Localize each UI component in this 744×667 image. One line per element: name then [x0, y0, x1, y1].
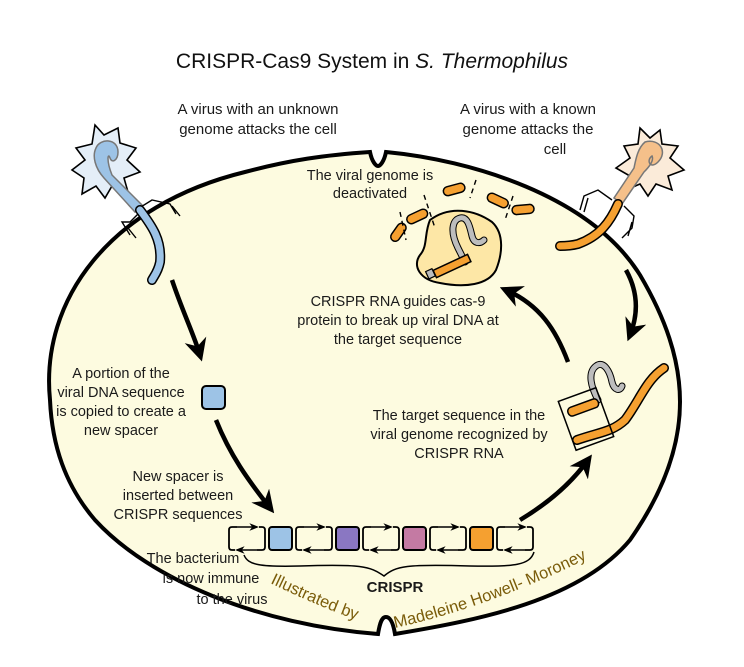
known-virus: [555, 126, 686, 251]
svg-text:CRISPR sequences: CRISPR sequences: [114, 507, 243, 523]
crispr-new-spacer: [268, 526, 293, 551]
label-guides: CRISPR RNA guides cas-9 protein to break…: [297, 294, 499, 348]
svg-text:is copied to create a: is copied to create a: [56, 404, 187, 420]
crispr-spacer-3: [402, 526, 427, 551]
svg-text:New spacer is: New spacer is: [132, 469, 223, 485]
arrow-known-virus-down: [624, 268, 647, 342]
bacterial-cell: [47, 149, 682, 637]
svg-text:The target sequence in the: The target sequence in the: [373, 408, 546, 424]
label-unknown-virus: A virus with an unknown genome attacks t…: [178, 101, 339, 138]
arrow-to-cas9: [499, 286, 571, 363]
virus-sheath: [93, 140, 144, 214]
cas9-deactivation: [390, 179, 535, 287]
crispr-array: [228, 523, 534, 554]
crispr-repeat: [295, 523, 333, 554]
arrow-to-target: [518, 454, 592, 522]
svg-text:The viral genome is: The viral genome is: [307, 168, 434, 184]
svg-text:deactivated: deactivated: [333, 186, 407, 202]
diagram-title: CRISPR-Cas9 System in S. Thermophilus: [176, 50, 569, 73]
label-target: The target sequence in the viral genome …: [370, 408, 548, 462]
svg-text:protein to break up viral DNA: protein to break up viral DNA at: [297, 313, 499, 329]
label-deactivated: The viral genome is deactivated: [307, 168, 434, 202]
label-portion: A portion of the viral DNA sequence is c…: [56, 366, 187, 439]
unknown-virus: [70, 123, 181, 285]
label-inserted: New spacer is inserted between CRISPR se…: [114, 469, 243, 523]
svg-text:to the virus: to the virus: [197, 592, 268, 608]
label-known-virus: A virus with a known genome attacks the …: [460, 101, 596, 158]
svg-text:is now immune: is now immune: [163, 571, 260, 587]
target-recognition: [557, 361, 669, 452]
svg-text:genome attacks the cell: genome attacks the cell: [179, 121, 337, 138]
svg-text:inserted between: inserted between: [123, 488, 233, 504]
svg-text:new spacer: new spacer: [84, 423, 158, 439]
crispr-repeat: [228, 523, 266, 554]
svg-text:the target sequence: the target sequence: [334, 332, 462, 348]
svg-text:viral DNA sequence: viral DNA sequence: [57, 385, 184, 401]
cas9-box: [557, 386, 615, 452]
svg-text:genome attacks the: genome attacks the: [463, 121, 594, 138]
virus-sheath: [612, 140, 664, 206]
copied-spacer: [201, 385, 226, 410]
svg-text:CRISPR RNA guides cas-9: CRISPR RNA guides cas-9: [311, 294, 486, 310]
crispr-repeat: [496, 523, 534, 554]
label-crispr: CRISPR: [367, 579, 424, 596]
crispr-repeat: [362, 523, 400, 554]
dna-fragments: [390, 182, 535, 243]
crispr-spacer-4: [469, 526, 494, 551]
crispr-spacer-2: [335, 526, 360, 551]
virus-legs: [579, 189, 635, 239]
svg-text:A portion of the: A portion of the: [72, 366, 170, 382]
svg-text:CRISPR RNA: CRISPR RNA: [414, 446, 504, 462]
arrow-to-crispr: [213, 419, 275, 514]
label-immune: The bacterium is now immune to the virus: [147, 551, 268, 608]
cut-marks: [399, 179, 514, 241]
svg-text:The bacterium: The bacterium: [147, 551, 240, 567]
crispr-brace: [243, 551, 535, 577]
svg-text:viral genome recognized by: viral genome recognized by: [370, 427, 548, 443]
virus-legs: [120, 199, 181, 239]
svg-text:A virus with an unknown: A virus with an unknown: [178, 101, 339, 118]
svg-text:A virus with a known: A virus with a known: [460, 101, 596, 118]
crispr-repeat: [429, 523, 467, 554]
svg-text:cell: cell: [544, 141, 567, 158]
arrow-to-spacer: [169, 279, 207, 362]
